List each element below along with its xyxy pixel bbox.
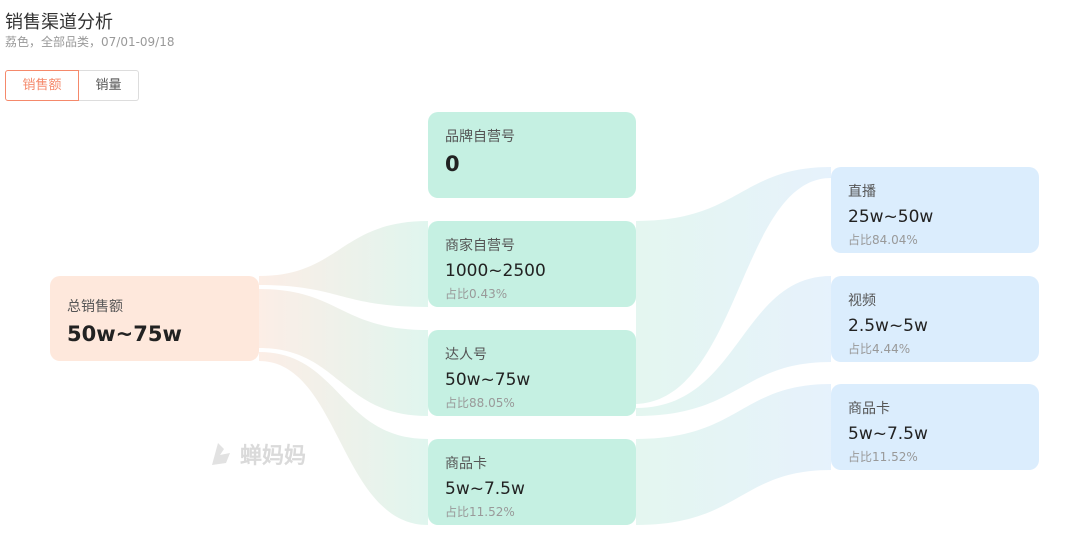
node-name: 视频 [848,293,876,309]
node-name: 总销售额 [67,299,123,315]
node-value: 1000~2500 [445,261,546,281]
node-share: 占比0.43% [445,287,508,301]
flow-influencer-video [636,276,831,416]
node-name: 达人号 [445,347,487,363]
node-type-product-card[interactable]: 商品卡 5w~7.5w 占比11.52% [831,384,1039,470]
watermark: 蝉妈妈 [206,438,306,470]
node-influencer-account[interactable]: 达人号 50w~75w 占比88.05% [428,330,636,416]
node-value: 5w~7.5w [848,424,928,444]
node-product-card[interactable]: 商品卡 5w~7.5w 占比11.52% [428,439,636,525]
node-share: 占比4.44% [848,342,911,356]
node-name: 直播 [848,184,876,200]
node-brand-account[interactable]: 品牌自营号 0 [428,112,636,198]
node-share: 占比84.04% [848,233,918,247]
node-share: 占比88.05% [445,396,515,410]
node-value: 50w~75w [445,370,531,390]
node-live[interactable]: 直播 25w~50w 占比84.04% [831,167,1039,253]
flow-total-merchant [259,221,428,307]
node-share: 占比11.52% [848,450,918,464]
watermark-text: 蝉妈妈 [240,444,307,469]
node-name: 品牌自营号 [445,129,515,145]
tab-sales-volume[interactable]: 销量 [79,70,139,101]
flow-total-productcard [259,352,428,525]
node-value: 2.5w~5w [848,316,928,336]
flow-productcard-productcard [636,384,831,525]
node-name: 商品卡 [848,401,890,417]
page-title: 销售渠道分析 [5,12,113,33]
node-share: 占比11.52% [445,505,515,519]
node-merchant-account[interactable]: 商家自营号 1000~2500 占比0.43% [428,221,636,307]
node-name: 商家自营号 [445,238,515,254]
page-subtitle: 荔色，全部品类，07/01-09/18 [5,35,175,49]
tab-sales-amount[interactable]: 销售额 [5,70,79,101]
node-name: 商品卡 [445,456,487,472]
node-value: 0 [445,152,460,176]
node-video[interactable]: 视频 2.5w~5w 占比4.44% [831,276,1039,362]
node-value: 25w~50w [848,207,934,227]
flow-merchant-live [636,167,831,404]
node-total[interactable]: 总销售额 50w~75w [50,276,259,361]
metric-tabs: 销售额 销量 [5,70,139,101]
node-value: 50w~75w [67,322,182,346]
node-value: 5w~7.5w [445,479,525,499]
cicada-logo-icon [212,443,230,465]
flow-total-influencer [259,289,428,416]
